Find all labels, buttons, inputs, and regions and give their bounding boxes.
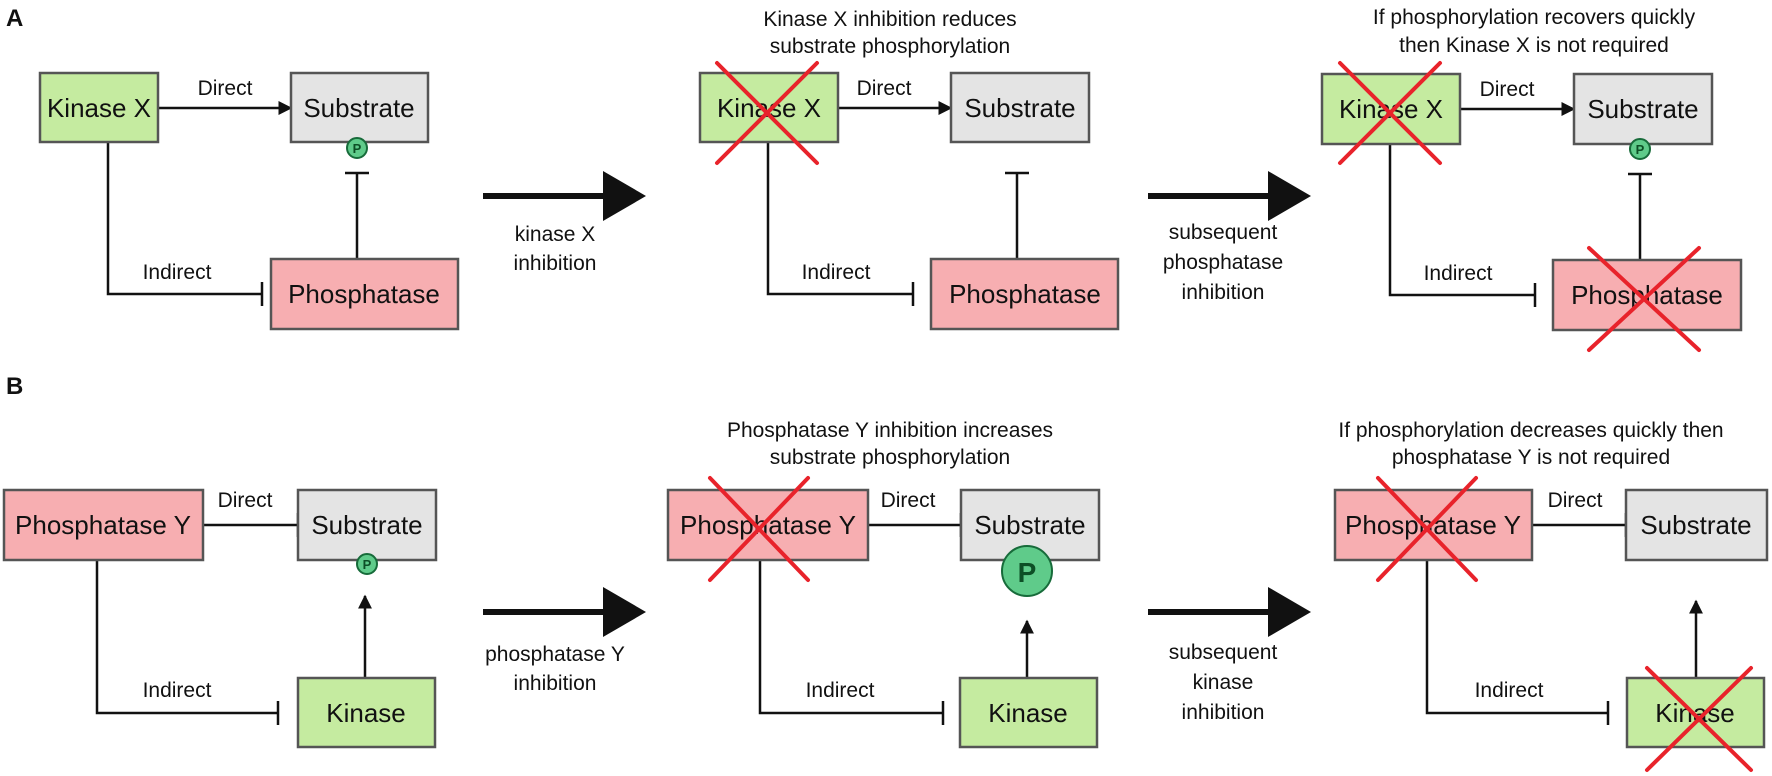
a1-transition-line-2: inhibition <box>514 252 597 275</box>
a2-transition-line-2: phosphatase <box>1163 251 1283 274</box>
a2-substrate-label: Substrate <box>964 93 1075 123</box>
a1-phospho-badge: P <box>346 137 368 159</box>
a2-kinase-x-inhibition-cross <box>715 61 819 165</box>
b1-indirect-label: Indirect <box>143 679 212 702</box>
b1-phosphatase-y-box <box>2 488 205 562</box>
b2-substrate-label: Substrate <box>974 510 1085 540</box>
a3-indirect-line <box>1388 144 1535 297</box>
a2-transition-line-1: subsequent <box>1169 221 1278 244</box>
a2-caption-line-2: substrate phosphorylation <box>770 35 1011 58</box>
a1-transition-arrow-head <box>603 171 646 221</box>
b1-substrate-label: Substrate <box>311 510 422 540</box>
b1-substrate-box <box>296 488 438 562</box>
a1-kinase-x-box <box>38 71 160 144</box>
a1-phosphatase-label: Phosphatase <box>288 279 440 309</box>
a1-indirect-line <box>106 142 262 296</box>
a2-kinase-x-box <box>698 71 840 144</box>
a2-transition-arrow-head <box>1268 171 1311 221</box>
b2-transition-line-1: subsequent <box>1169 641 1278 664</box>
a2-diagram: Kinase X inhibition reduces substrate ph… <box>698 8 1120 331</box>
b3-direct-label: Direct <box>1548 489 1603 512</box>
b2-transition-line-2: kinase <box>1193 671 1254 694</box>
a1-indirect-label: Indirect <box>143 261 212 284</box>
a3-substrate-label: Substrate <box>1587 94 1698 124</box>
b3-caption-line-1: If phosphorylation decreases quickly the… <box>1338 419 1723 442</box>
b3-caption-line-2: phosphatase Y is not required <box>1392 446 1670 469</box>
a1-diagram: Direct Indirect Kinase X Substrate Phosp… <box>38 71 460 331</box>
a2-phosphatase-label: Phosphatase <box>949 279 1101 309</box>
a2-direct-label: Direct <box>857 77 912 100</box>
b3-indirect-label: Indirect <box>1475 679 1544 702</box>
panel-b-label: B <box>6 373 23 400</box>
a1-direct-label: Direct <box>198 77 253 100</box>
b2-kinase-box <box>958 676 1099 749</box>
b2-phosphatase-y-label: Phosphatase Y <box>680 510 856 540</box>
b1-transition-line-2: inhibition <box>514 672 597 695</box>
b2-transition-line-3: inhibition <box>1182 701 1265 724</box>
svg-text:P: P <box>1018 557 1037 588</box>
b3-kinase-inhibition-cross <box>1645 666 1753 772</box>
b1-phosphatase-y-label: Phosphatase Y <box>15 510 191 540</box>
a3-phosphatase-inhibition-cross <box>1587 246 1701 352</box>
b2-transition-arrow-head <box>1268 587 1311 637</box>
b1-indirect-line <box>95 560 278 715</box>
b2-caption-line-2: substrate phosphorylation <box>770 446 1011 469</box>
a1-kinase-x-label: Kinase X <box>47 93 151 123</box>
a1-phosphatase-box <box>269 257 460 331</box>
a3-direct-label: Direct <box>1480 78 1535 101</box>
b1-diagram: Direct Indirect Phosphatase Y Substrate … <box>2 488 438 749</box>
a3-kinase-x-label: Kinase X <box>1339 94 1443 124</box>
b1-direct-label: Direct <box>218 489 273 512</box>
svg-text:P: P <box>363 557 372 572</box>
b1-kinase-label: Kinase <box>326 698 406 728</box>
a1-substrate-label: Substrate <box>303 93 414 123</box>
a1-transition-line-1: kinase X <box>515 223 596 246</box>
panel-a-label: A <box>6 5 23 32</box>
a2-phosphatase-box <box>929 257 1120 331</box>
a2-substrate-box <box>949 71 1091 144</box>
a2-indirect-label: Indirect <box>802 261 871 284</box>
a2-kinase-x-label: Kinase X <box>717 93 821 123</box>
a3-substrate-box <box>1572 72 1714 146</box>
b1-transition-line-1: phosphatase Y <box>485 643 625 666</box>
b3-substrate-box <box>1624 488 1769 562</box>
b3-phosphatase-y-inhibition-cross <box>1376 476 1478 582</box>
a3-caption-line-2: then Kinase X is not required <box>1399 34 1669 57</box>
b2-caption-line-1: Phosphatase Y inhibition increases <box>727 419 1053 442</box>
b2-diagram: Phosphatase Y inhibition increases subst… <box>666 419 1101 749</box>
b2-indirect-line <box>758 560 943 715</box>
b3-substrate-label: Substrate <box>1640 510 1751 540</box>
a2-indirect-line <box>766 142 913 296</box>
b1-transition-arrow-head <box>603 587 646 637</box>
b2-phospho-badge-large: P <box>1001 545 1053 597</box>
a3-phospho-badge: P <box>1629 138 1651 160</box>
a3-kinase-x-inhibition-cross <box>1338 61 1442 165</box>
b1-kinase-box <box>296 676 437 749</box>
b1-phospho-badge: P <box>356 553 378 575</box>
svg-text:P: P <box>353 141 362 156</box>
b3-indirect-line <box>1425 560 1608 715</box>
b3-kinase-box <box>1625 676 1766 749</box>
a3-diagram: If phosphorylation recovers quickly then… <box>1320 6 1743 352</box>
b2-indirect-label: Indirect <box>806 679 875 702</box>
b2-phosphatase-y-inhibition-cross <box>708 476 810 582</box>
a3-caption-line-1: If phosphorylation recovers quickly <box>1373 6 1696 29</box>
b2-direct-label: Direct <box>881 489 936 512</box>
b2-kinase-label: Kinase <box>988 698 1068 728</box>
a2-transition-line-3: inhibition <box>1182 281 1265 304</box>
a2-caption-line-1: Kinase X inhibition reduces <box>763 8 1016 31</box>
a3-indirect-label: Indirect <box>1424 262 1493 285</box>
b3-diagram: If phosphorylation decreases quickly the… <box>1333 419 1769 772</box>
svg-text:P: P <box>1636 142 1645 157</box>
a3-kinase-x-box <box>1320 72 1462 146</box>
b2-phosphatase-y-box <box>666 488 870 562</box>
